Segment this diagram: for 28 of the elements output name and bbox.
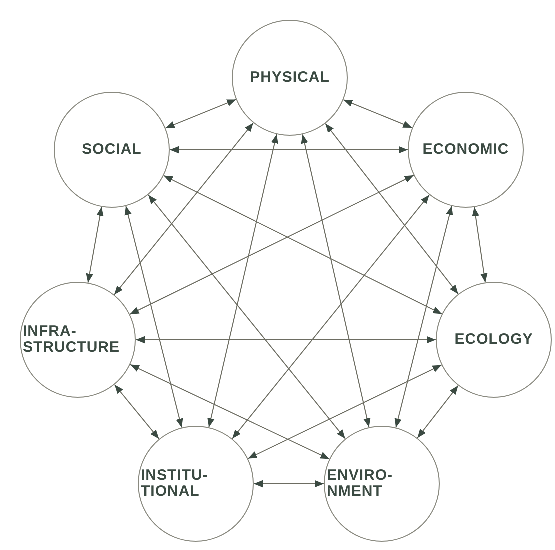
arrow (325, 123, 459, 295)
arrow (124, 206, 184, 428)
node-label: INSTITU- TIONAL (141, 468, 210, 500)
arrow (254, 480, 324, 488)
arrow (165, 99, 237, 129)
node-label: ENVIRO- NMENT (327, 468, 394, 500)
arrow (148, 194, 346, 440)
arrow (417, 385, 459, 439)
arrow (130, 364, 330, 460)
arrow (472, 206, 488, 284)
node-label: ECONOMIC (422, 142, 510, 158)
arrow (232, 194, 430, 440)
arrow (301, 134, 371, 428)
arrow (114, 122, 254, 296)
node-label: ECOLOGY (454, 332, 534, 348)
arrow (163, 175, 443, 315)
arrow (394, 206, 454, 428)
arrow (136, 336, 436, 344)
arrow (248, 364, 442, 460)
arrow (86, 206, 104, 284)
arrow (170, 146, 408, 154)
arrow (208, 134, 278, 428)
node-label: SOCIAL (82, 142, 142, 158)
arrow (114, 384, 160, 440)
arrow (343, 100, 413, 128)
node-label: INFRA- STRUCTURE (23, 324, 121, 356)
arrow (130, 175, 414, 315)
node-label: PHYSICAL (250, 70, 330, 86)
